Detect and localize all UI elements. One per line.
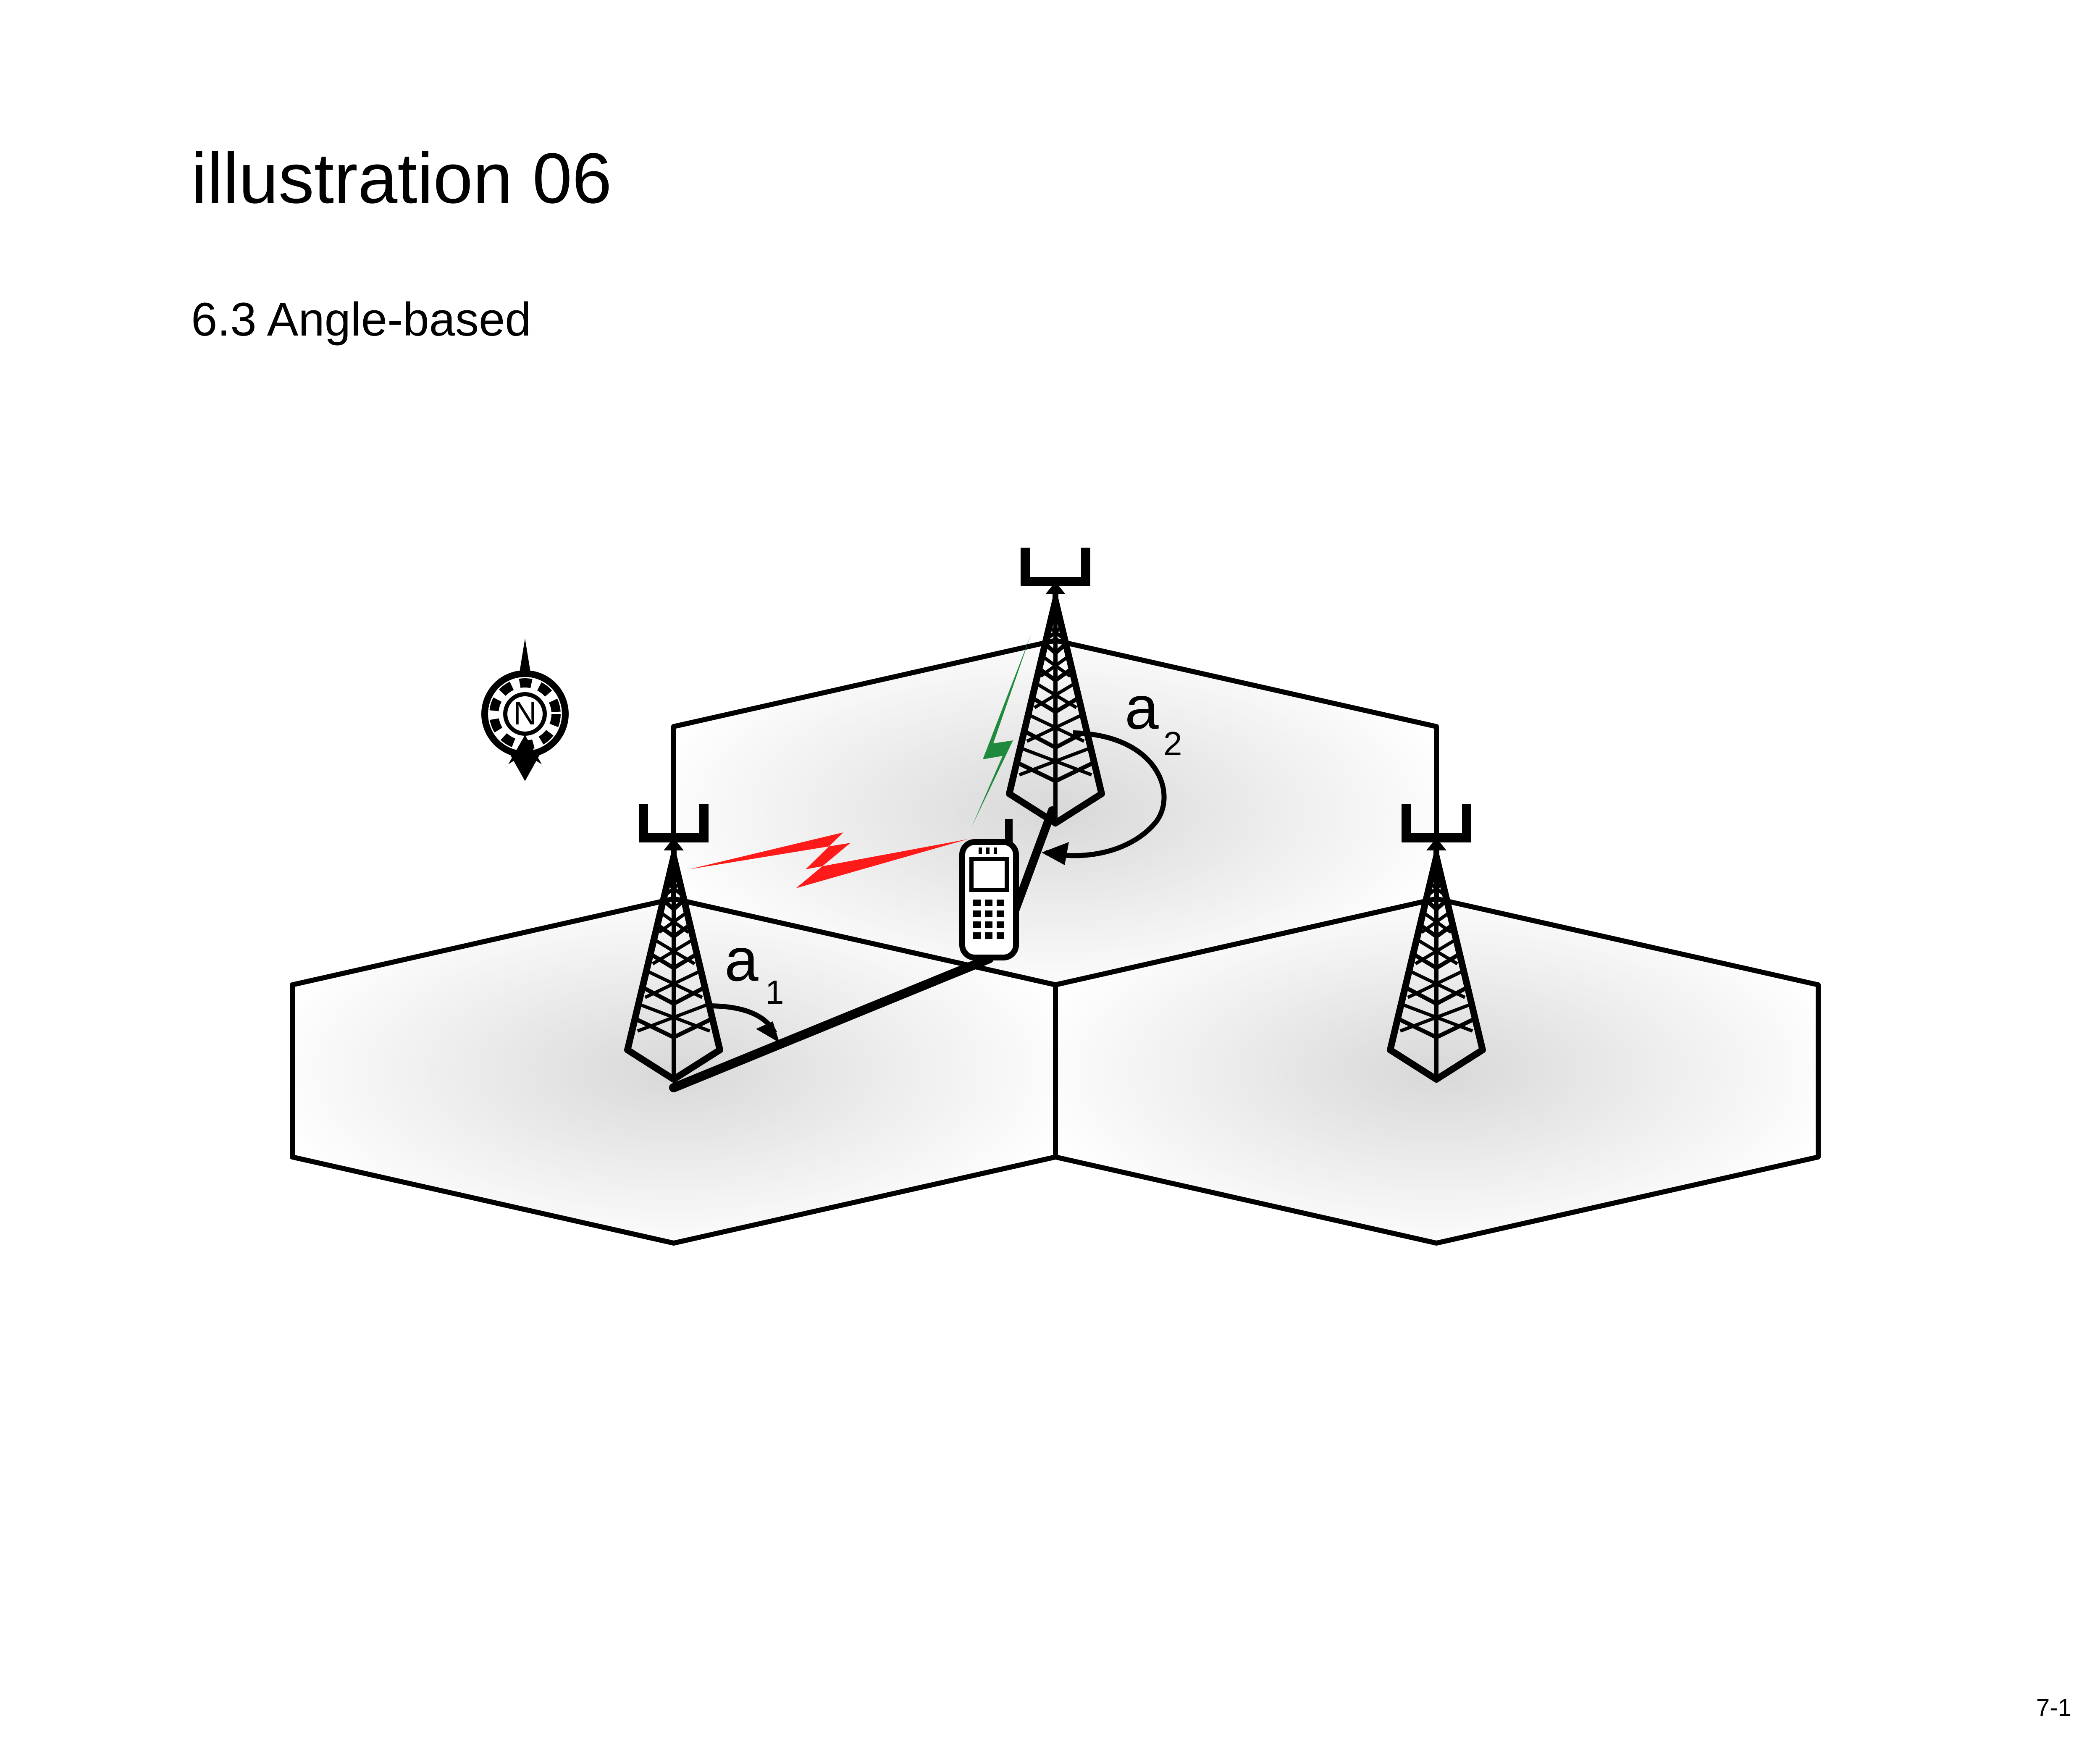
angle-label-a2-subscript: 2 <box>1163 725 1182 762</box>
north-compass-icon: N <box>481 638 569 781</box>
bearing-line-1 <box>669 954 994 1092</box>
angle-label-a1-subscript: 1 <box>765 973 784 1011</box>
red-signal-bolt <box>689 832 968 888</box>
angle-label-a1-base: a <box>724 926 759 994</box>
angle-arc-a2-arrowhead <box>1042 842 1069 865</box>
angle-label-a2: a <box>1125 674 1159 742</box>
compass-north-label: N <box>513 695 537 732</box>
angle-arc-a1-arrowhead <box>756 1021 780 1043</box>
page-title: illustration 06 <box>191 139 612 218</box>
bearing-line-2 <box>1011 806 1056 913</box>
page-number: 7-1 <box>2036 1694 2071 1721</box>
page-subtitle: 6.3 Angle-based <box>191 293 531 346</box>
angle-label-a2-base: a <box>1125 674 1159 742</box>
angle-arc-a2 <box>1045 730 1167 858</box>
mobile-phone-icon <box>959 819 1019 960</box>
angle-label-a1: a <box>724 926 759 994</box>
